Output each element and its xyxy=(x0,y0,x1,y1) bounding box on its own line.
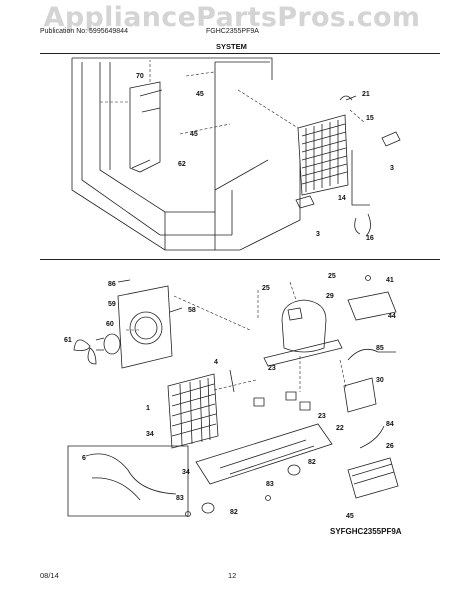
callout-30: 30 xyxy=(376,377,384,384)
callout-59: 59 xyxy=(108,301,116,308)
callout-44: 44 xyxy=(388,313,396,320)
section-title: SYSTEM xyxy=(216,42,247,51)
callout-83b: 83 xyxy=(266,481,274,488)
callout-14: 14 xyxy=(338,195,346,202)
screw-83b xyxy=(265,495,271,501)
callout-45a: 45 xyxy=(196,91,204,98)
callout-3a: 3 xyxy=(390,165,394,172)
cord-84 xyxy=(359,425,385,449)
callout-82a: 82 xyxy=(308,459,316,466)
footer-date: 08/14 xyxy=(40,571,59,580)
mount-grommet-23b xyxy=(285,391,297,401)
mount-grommet-23a xyxy=(253,397,265,407)
callout-4: 4 xyxy=(214,359,218,366)
callout-22: 22 xyxy=(336,425,344,432)
drain-pan-26 xyxy=(347,457,399,499)
fan-blade-61 xyxy=(73,339,97,365)
bracket-44 xyxy=(347,291,397,321)
base-pan-22 xyxy=(195,423,333,485)
callout-85: 85 xyxy=(376,345,384,352)
section-divider xyxy=(40,259,440,260)
page-number: 12 xyxy=(228,571,237,580)
callout-21: 21 xyxy=(362,91,370,98)
screw-83a xyxy=(185,511,191,517)
callout-16: 16 xyxy=(366,235,374,242)
clip-21 xyxy=(339,95,357,101)
fan-motor-60 xyxy=(95,333,121,355)
cabinet-outline xyxy=(71,57,301,251)
callout-1: 1 xyxy=(146,405,150,412)
screw-41 xyxy=(365,275,371,281)
tube-85 xyxy=(347,348,396,361)
grommet-82b xyxy=(287,464,301,476)
grommet-82a xyxy=(201,502,215,514)
callout-23a: 23 xyxy=(268,365,276,372)
condenser-coil-upper xyxy=(297,114,349,196)
callout-83a: 83 xyxy=(176,495,184,502)
tube-16 xyxy=(354,213,371,237)
condenser-coil-1 xyxy=(167,373,219,449)
callout-84: 84 xyxy=(386,421,394,428)
header-rule xyxy=(40,53,440,54)
model-number: FGHC2355PF9A xyxy=(206,28,259,35)
callout-29: 29 xyxy=(326,293,334,300)
fan-shroud-59 xyxy=(117,285,173,369)
bracket-3-upper xyxy=(381,131,401,147)
figure-code: SYFGHC2355PF9A xyxy=(330,527,402,536)
callout-61: 61 xyxy=(64,337,72,344)
duct-assembly xyxy=(129,81,163,173)
power-cord-6 xyxy=(67,445,189,517)
callout-34b: 34 xyxy=(182,469,190,476)
callout-70: 70 xyxy=(136,73,144,80)
callout-41: 41 xyxy=(386,277,394,284)
bracket-3-lower xyxy=(295,195,315,209)
callout-3b: 3 xyxy=(316,231,320,238)
callout-15: 15 xyxy=(366,115,374,122)
screw-58 xyxy=(169,307,183,313)
screw-4 xyxy=(229,369,235,393)
watermark: AppliancePartsPros.com xyxy=(43,2,421,33)
compressor xyxy=(263,299,343,367)
callout-25a: 25 xyxy=(262,285,270,292)
callout-6: 6 xyxy=(82,455,86,462)
harness-14 xyxy=(351,150,370,206)
screw-86 xyxy=(117,279,131,283)
callout-82b: 82 xyxy=(230,509,238,516)
callout-34a: 34 xyxy=(146,431,154,438)
callout-26: 26 xyxy=(386,443,394,450)
callout-45c: 45 xyxy=(346,513,354,520)
callout-23b: 23 xyxy=(318,413,326,420)
mount-grommet-23c xyxy=(299,401,311,411)
callout-45b: 45 xyxy=(190,131,198,138)
publication-number: Publication No: 5995649844 xyxy=(40,28,128,35)
callout-86: 86 xyxy=(108,281,116,288)
callout-58: 58 xyxy=(188,307,196,314)
callout-62: 62 xyxy=(178,161,186,168)
callout-60: 60 xyxy=(106,321,114,328)
callout-25b: 25 xyxy=(328,273,336,280)
relay-30 xyxy=(343,377,377,413)
